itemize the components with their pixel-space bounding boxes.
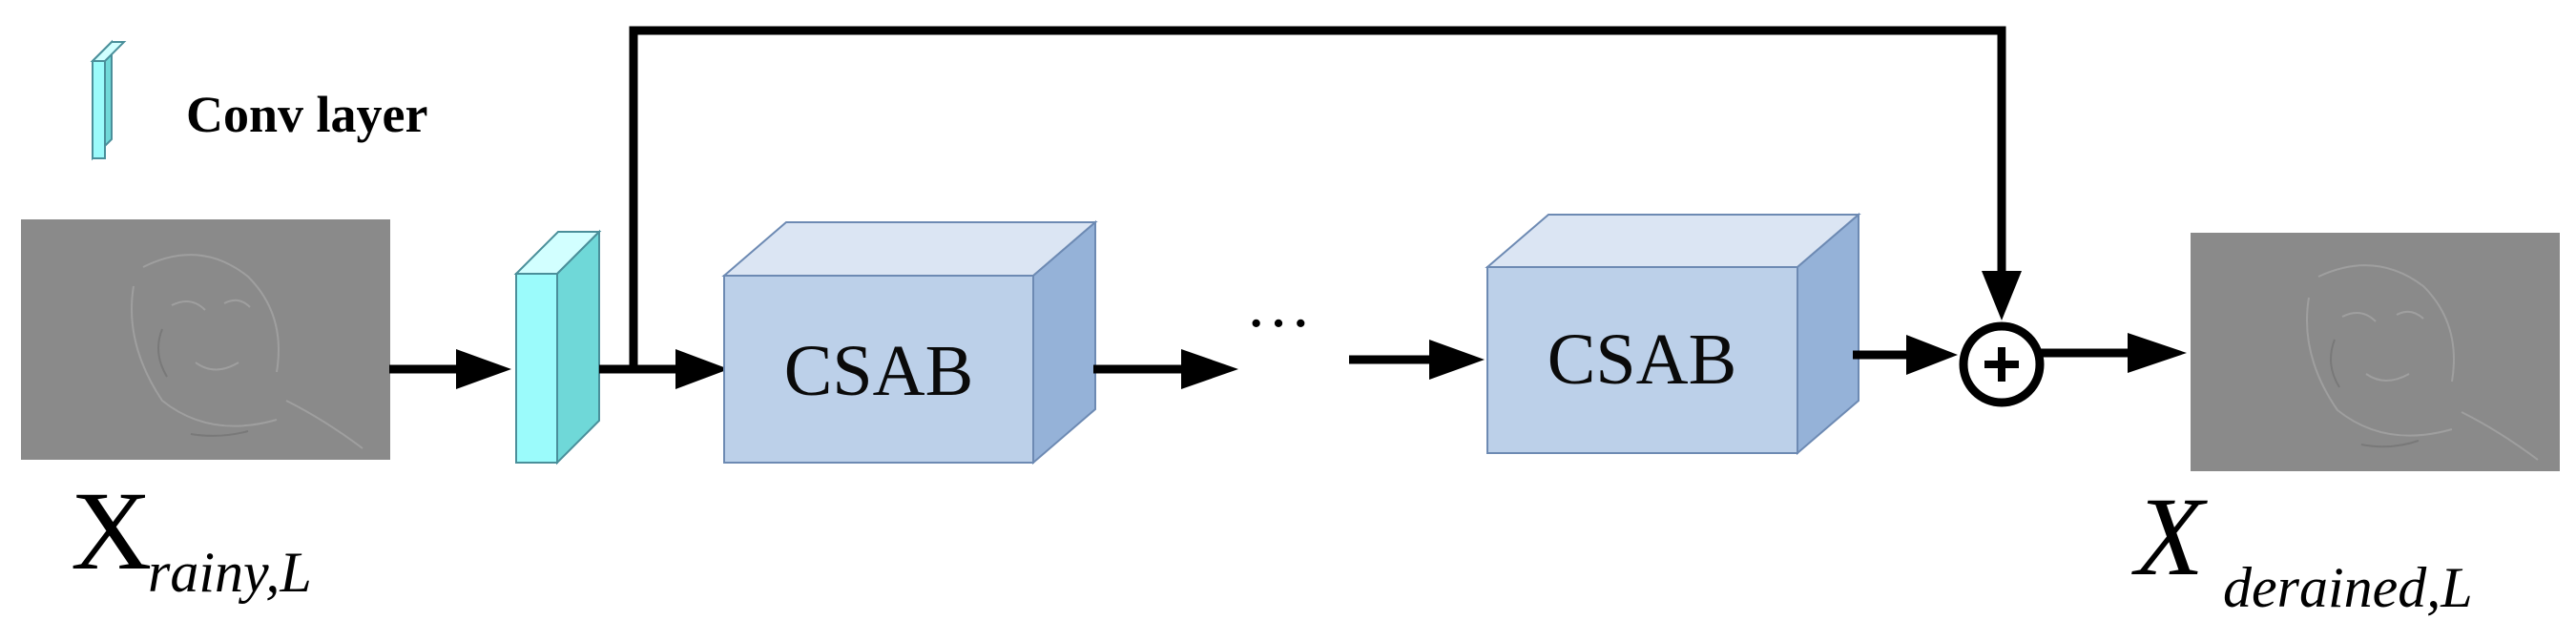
arrow-add-to-output [2040,333,2187,373]
csab-block-2-label: CSAB [1548,320,1737,400]
output-image [2191,233,2560,471]
output-subscript: derained,L [2223,556,2473,619]
csab-block-1-label: CSAB [784,331,974,411]
arrow-block2-to-add [1853,335,1958,375]
legend: Conv layer [90,39,427,161]
legend-label: Conv layer [186,86,427,143]
output-symbol: X [2131,474,2208,599]
skip-connection [629,26,2022,369]
input-image [21,219,390,460]
output-label: X derained,L [2131,474,2473,619]
arrow-ellipsis-to-block2 [1349,340,1485,380]
csab-block-2: CSAB [1485,212,1861,456]
input-subscript: rainy,L [148,541,312,604]
ellipsis: ··· [1245,287,1312,361]
conv-layer [513,229,602,465]
input-symbol: X [71,468,152,593]
arrow-block1-to-ellipsis [1093,349,1238,389]
add-operator [1959,321,2045,407]
arrow-conv-to-block1 [599,349,729,389]
input-label: X rainy,L [71,468,312,604]
csab-block-1: CSAB [721,219,1098,465]
plus-icon [1984,347,2019,382]
arrow-input-to-conv [389,349,511,389]
conv-layer-legend-icon [90,39,127,161]
